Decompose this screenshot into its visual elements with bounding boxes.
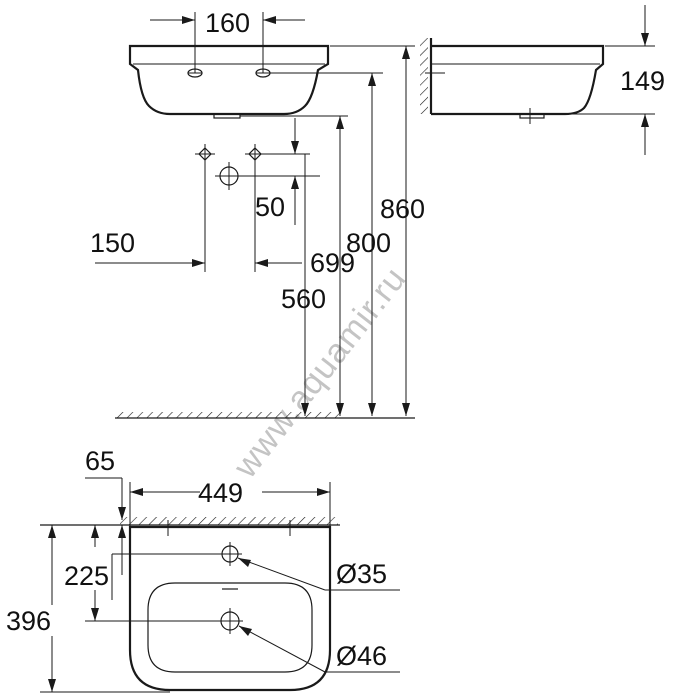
waste-pipe-circle [215, 162, 320, 190]
front-view: 160 50 150 [90, 8, 425, 419]
dim-supply-spacing: 150 [90, 228, 135, 258]
plan-waste-hole [85, 608, 243, 634]
basin-side-outline [431, 44, 605, 116]
floor-line [115, 412, 415, 419]
dim-rim-height: 800 [346, 228, 391, 258]
basin-plan-outline [128, 525, 332, 692]
dim-waste-diameter: Ø46 [336, 641, 387, 671]
dim-fixing-height: 860 [380, 194, 425, 224]
dim-waste-height: 699 [310, 248, 355, 278]
plan-tap-hole [112, 542, 242, 566]
dim-depth: 149 [620, 66, 665, 96]
waste-outlet-side [519, 113, 545, 119]
dim-width: 449 [198, 478, 243, 508]
dim-tap-hole-distance: 225 [64, 561, 109, 591]
waste-outlet-front [213, 113, 241, 119]
dim-supply-offset: 50 [255, 192, 285, 222]
dim-tap-hole-diameter: Ø35 [336, 559, 387, 589]
dim-projection: 396 [6, 606, 51, 636]
dim-wall-offset: 65 [85, 446, 115, 476]
basin-bowl-outline [147, 582, 313, 673]
basin-front-outline [128, 44, 330, 116]
plan-view: Ø35 Ø46 449 65 225 396 [6, 446, 400, 693]
dim-tap-hole-spacing: 160 [205, 8, 250, 38]
dim-supply-height: 560 [281, 284, 326, 314]
side-view: 149 [420, 5, 665, 155]
